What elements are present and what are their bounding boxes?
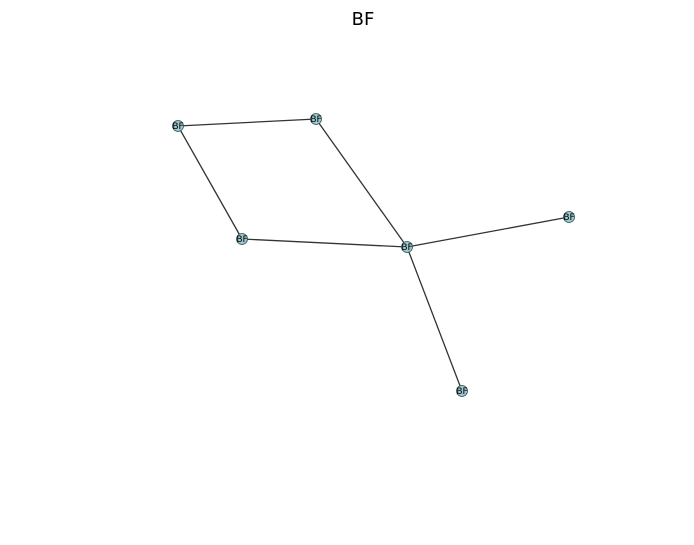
node-marker (456, 385, 468, 397)
graph-node-n5: BF (563, 211, 575, 223)
nodes-layer: BF BF BF BF BF BF (172, 113, 575, 397)
graph-edge-n2-n4 (315, 118, 408, 248)
graph-edge-n4-n6 (406, 246, 463, 392)
graph-node-n1: BF (172, 120, 184, 132)
node-label: BF (456, 387, 467, 397)
node-label: BF (310, 115, 321, 125)
edges-layer (177, 118, 570, 392)
graph-edge-n1-n3 (177, 125, 243, 240)
node-marker (401, 241, 413, 253)
node-label: BF (172, 122, 183, 132)
node-label: BF (236, 235, 247, 245)
graph-edge-n3-n4 (241, 238, 408, 248)
node-label: BF (401, 243, 412, 253)
graph-node-n6: BF (456, 385, 468, 397)
node-marker (563, 211, 575, 223)
graph-node-n2: BF (310, 113, 322, 125)
graph-node-n3: BF (236, 233, 248, 245)
node-marker (310, 113, 322, 125)
node-marker (236, 233, 248, 245)
node-marker (172, 120, 184, 132)
graph-title: BF (352, 9, 375, 30)
node-label: BF (563, 213, 574, 223)
graph-node-n4: BF (401, 241, 413, 253)
graph-edge-n1-n2 (177, 118, 317, 127)
graph-edge-n4-n5 (406, 216, 570, 248)
